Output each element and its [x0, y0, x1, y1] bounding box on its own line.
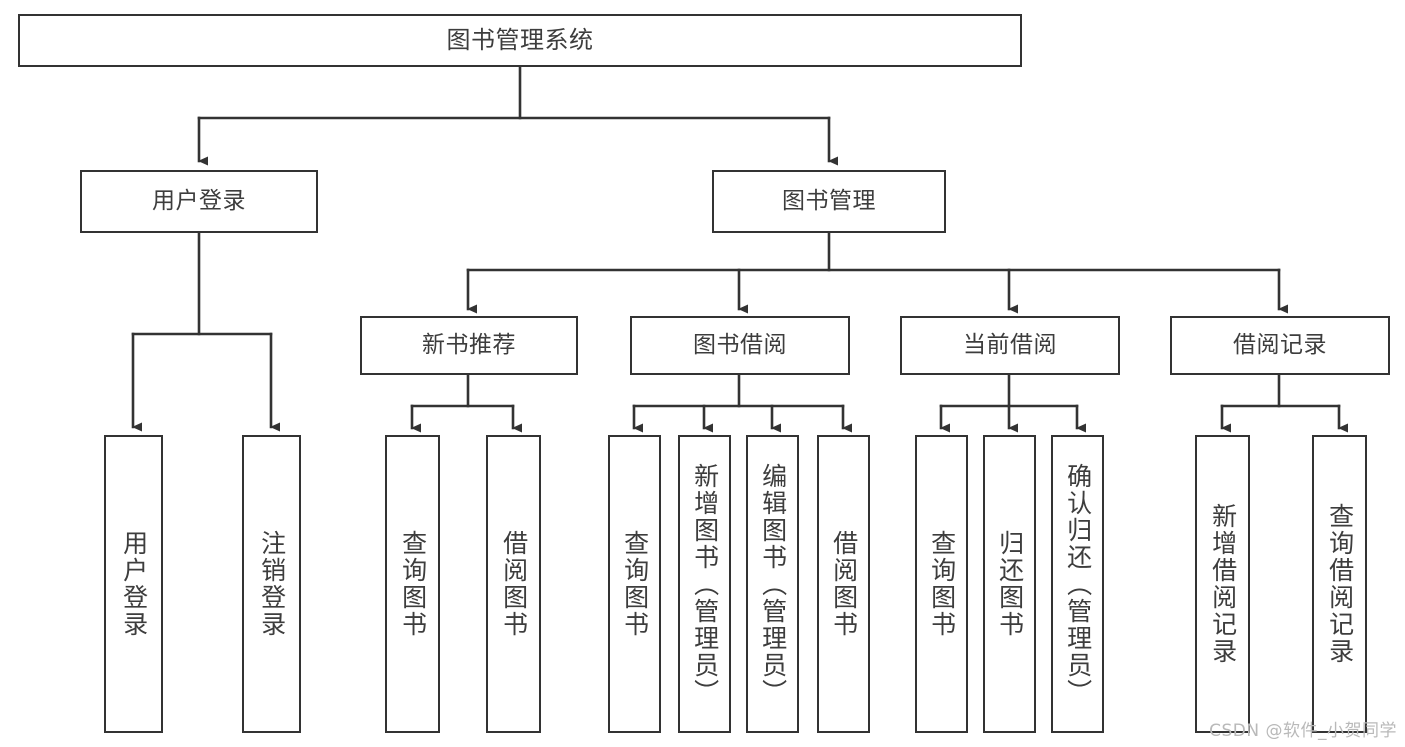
node-label: 借阅记录	[1233, 331, 1327, 358]
node-label: 查询图书	[620, 530, 650, 638]
node-leaf-add-borrow-record[interactable]: 新增借阅记录	[1195, 435, 1250, 733]
node-label: 查询图书	[927, 530, 957, 638]
node-user-login[interactable]: 用户登录	[80, 170, 318, 233]
node-label: 用户登录	[152, 187, 246, 214]
node-leaf-query-borrow-record[interactable]: 查询借阅记录	[1312, 435, 1367, 733]
node-label: 新增借阅记录	[1208, 503, 1238, 665]
node-label: 归还图书	[995, 530, 1025, 638]
node-label: 查询借阅记录	[1325, 503, 1355, 665]
node-root-book-management-system[interactable]: 图书管理系统	[18, 14, 1022, 67]
node-leaf-return-book[interactable]: 归还图书	[983, 435, 1036, 733]
node-label: 图书管理系统	[446, 26, 594, 55]
node-leaf-query-book-borrow[interactable]: 查询图书	[608, 435, 661, 733]
node-leaf-query-book-recommend[interactable]: 查询图书	[385, 435, 440, 733]
node-leaf-edit-book-admin[interactable]: 编辑图书（管理员）	[746, 435, 799, 733]
node-leaf-add-book-admin[interactable]: 新增图书（管理员）	[678, 435, 731, 733]
node-label: 新增图书（管理员）	[690, 462, 720, 706]
node-label: 注销登录	[257, 530, 287, 638]
node-leaf-query-book-current[interactable]: 查询图书	[915, 435, 968, 733]
node-borrow-record[interactable]: 借阅记录	[1170, 316, 1390, 375]
node-label: 编辑图书（管理员）	[758, 462, 788, 706]
node-label: 确认归还（管理员）	[1063, 462, 1093, 706]
node-current-borrow[interactable]: 当前借阅	[900, 316, 1120, 375]
node-leaf-confirm-return-admin[interactable]: 确认归还（管理员）	[1051, 435, 1104, 733]
node-leaf-borrow-book-recommend[interactable]: 借阅图书	[486, 435, 541, 733]
node-label: 借阅图书	[499, 530, 529, 638]
node-book-management[interactable]: 图书管理	[712, 170, 946, 233]
csdn-watermark: CSDN @软件_小贺同学	[1209, 721, 1397, 741]
node-label: 图书借阅	[693, 331, 787, 358]
node-new-book-recommend[interactable]: 新书推荐	[360, 316, 578, 375]
node-book-borrow[interactable]: 图书借阅	[630, 316, 850, 375]
node-label: 借阅图书	[829, 530, 859, 638]
node-label: 查询图书	[398, 530, 428, 638]
node-label: 新书推荐	[422, 331, 516, 358]
node-leaf-borrow-book[interactable]: 借阅图书	[817, 435, 870, 733]
node-label: 用户登录	[119, 530, 149, 638]
node-leaf-logout[interactable]: 注销登录	[242, 435, 301, 733]
node-label: 当前借阅	[963, 331, 1057, 358]
node-leaf-user-login[interactable]: 用户登录	[104, 435, 163, 733]
node-label: 图书管理	[782, 187, 876, 214]
